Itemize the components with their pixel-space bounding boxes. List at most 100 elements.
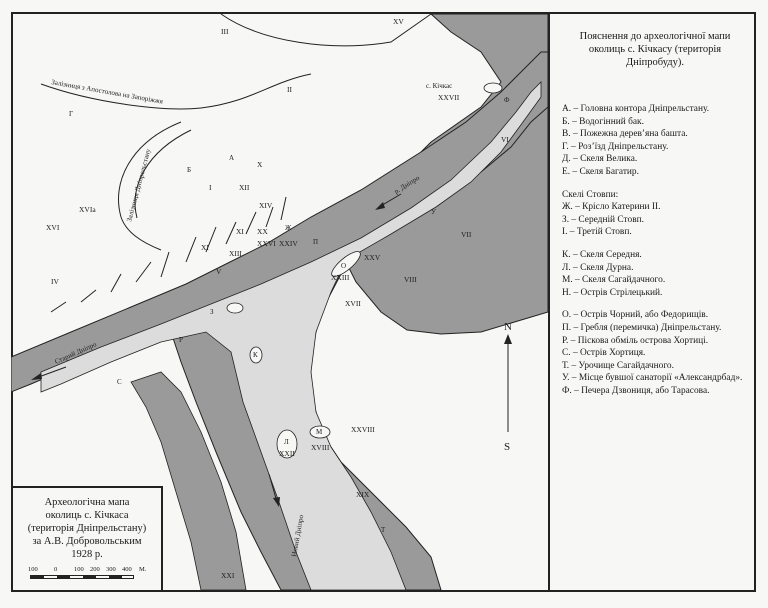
roman-label: XV bbox=[393, 17, 404, 26]
legend-item: У. – Місце бувшої санаторії «Александрба… bbox=[562, 373, 743, 384]
letter-label: Ф bbox=[504, 96, 510, 104]
scale-tick: 200 bbox=[90, 566, 100, 573]
railway-line-2 bbox=[118, 121, 182, 251]
caption-line: околиць с. Кічкаса bbox=[45, 510, 129, 521]
roman-label: XXII bbox=[279, 449, 295, 458]
island-zh bbox=[226, 302, 244, 314]
roman-label: XVIII bbox=[311, 443, 330, 452]
legend-item: З. – Середній Стовп. bbox=[562, 214, 644, 225]
caption-line: Археологічна мапа bbox=[44, 497, 130, 508]
island-f bbox=[483, 82, 503, 94]
legend-item: С. – Острів Хортиця. bbox=[562, 348, 646, 359]
compass-south: S bbox=[504, 441, 510, 453]
railway-line-2b bbox=[134, 129, 192, 219]
legend-title: Пояснення до археологічної мапи околиць … bbox=[579, 31, 731, 68]
river-left-lower bbox=[130, 371, 247, 590]
roman-label: XXIV bbox=[279, 239, 298, 248]
roman-label: XIII bbox=[229, 249, 242, 258]
caption-line: (територія Дніпрельстану) bbox=[27, 523, 147, 534]
scale-tick: 300 bbox=[106, 566, 116, 573]
roman-label: XVIa bbox=[79, 205, 96, 214]
legend-item: К. – Скеля Середня. bbox=[562, 249, 642, 260]
gullies-left-bank bbox=[50, 196, 287, 313]
letter-label: П bbox=[313, 238, 318, 246]
roman-label: XXV bbox=[364, 253, 381, 262]
label-railway-2: Залізниця Дніпрельстану bbox=[125, 147, 152, 222]
roman-label: III bbox=[221, 27, 229, 36]
letter-label: Г bbox=[69, 110, 73, 118]
island-l bbox=[276, 429, 298, 459]
roman-label: VI bbox=[501, 135, 509, 144]
island-m bbox=[309, 425, 331, 439]
legend-group-places: О. – Острів Чорний, або Федорищів. П. – … bbox=[562, 309, 748, 397]
scale-tick: 100 bbox=[28, 566, 38, 573]
legend-item: І. – Третій Стовп. bbox=[562, 227, 632, 238]
roman-label: XI bbox=[236, 227, 244, 236]
scale-tick: 100 bbox=[74, 566, 84, 573]
letter-label: К bbox=[253, 351, 258, 359]
roman-label: VIII bbox=[404, 275, 417, 284]
map-drawing: Залізниця з Апостолова на Запоріжжя Залі… bbox=[11, 13, 548, 590]
legend-item: Ж. – Крісло Катерини II. bbox=[562, 202, 661, 213]
island-k bbox=[249, 346, 263, 364]
caption-line: за А.В. Добровольським bbox=[32, 536, 142, 547]
legend-item: П. – Гребля (перемичка) Дніпрельстану. bbox=[562, 322, 722, 333]
letter-label: Б bbox=[187, 166, 191, 174]
flow-arrow-3-head bbox=[273, 497, 280, 507]
island-black bbox=[331, 251, 361, 277]
letter-label: С bbox=[117, 378, 122, 386]
legend-item: Р. – Піскова обміль острова Хортиці. bbox=[562, 335, 709, 346]
legend-item: М. – Скеля Сагайдачного. bbox=[562, 275, 666, 286]
legend-group-rocks: К. – Скеля Середня. Л. – Скеля Дурна. М.… bbox=[562, 249, 748, 299]
legend-item: А. – Головна контора Дніпрельстану. bbox=[562, 104, 710, 114]
roman-label: XVII bbox=[345, 299, 361, 308]
railway-line-1 bbox=[40, 73, 312, 110]
scale-bar: 100 0 100 200 300 400 М. bbox=[24, 566, 154, 586]
roman-label: IV bbox=[51, 277, 59, 286]
legend-item: В. – Пожежна дерев’яна башта. bbox=[562, 129, 688, 140]
letter-label: Л bbox=[284, 438, 289, 446]
upper-road bbox=[220, 13, 432, 47]
roman-label: XII bbox=[239, 183, 250, 192]
legend-item: Б. – Водогінний бак. bbox=[562, 116, 644, 127]
compass-arrow-icon bbox=[504, 334, 512, 344]
map-caption: Археологічна мапа околиць с. Кічкаса (те… bbox=[13, 486, 163, 590]
legend-group-heading: Скелі Стовпи: bbox=[562, 189, 619, 200]
legend-group-buildings: А. – Головна контора Дніпрельстану. Б. –… bbox=[562, 103, 748, 179]
letter-label: Т bbox=[381, 526, 386, 534]
letter-label: З bbox=[210, 308, 214, 316]
roman-label: XIX bbox=[356, 490, 370, 499]
legend-item: Т. – Урочище Сагайдачного. bbox=[562, 360, 674, 371]
letter-label: О bbox=[341, 262, 346, 270]
roman-label: XXIII bbox=[331, 273, 350, 282]
flow-arrow-3 bbox=[268, 473, 278, 503]
legend-item: Д. – Скеля Велика. bbox=[562, 154, 638, 165]
roman-label: XIV bbox=[259, 201, 273, 210]
scale-unit: М. bbox=[139, 566, 147, 573]
roman-label: XXI bbox=[221, 571, 235, 580]
roman-label: I bbox=[209, 183, 212, 192]
legend-item: Ф. – Печера Дзвониця, або Тарасова. bbox=[562, 385, 710, 396]
compass-north: N bbox=[504, 321, 512, 333]
flow-arrow-2-head bbox=[31, 373, 42, 380]
river-mainstream bbox=[40, 81, 542, 590]
roman-label: XXVII bbox=[438, 93, 460, 102]
legend-item: Г. – Роз’їзд Дніпрельстану. bbox=[562, 141, 669, 152]
roman-label: V bbox=[216, 267, 222, 276]
scale-bar-graphic bbox=[30, 575, 134, 579]
label-village: с. Кічкас bbox=[426, 82, 452, 90]
scale-tick: 400 bbox=[122, 566, 132, 573]
flow-arrow-1-head bbox=[375, 202, 385, 210]
letter-label: М bbox=[316, 428, 323, 436]
legend-item: Н. – Острів Стрілецький. bbox=[562, 287, 663, 298]
legend-item: Е. – Скеля Багатир. bbox=[562, 166, 639, 177]
roman-label: VII bbox=[461, 230, 472, 239]
legend-item: Л. – Скеля Дурна. bbox=[562, 262, 634, 273]
roman-label: XXVI bbox=[257, 239, 276, 248]
letter-label: А bbox=[229, 154, 234, 162]
roman-label: XXVIII bbox=[351, 425, 375, 434]
legend-item: О. – Острів Чорний, або Федорищів. bbox=[562, 310, 709, 321]
roman-label: XVI bbox=[46, 223, 60, 232]
roman-label: X bbox=[257, 160, 263, 169]
roman-label: II bbox=[287, 85, 292, 94]
